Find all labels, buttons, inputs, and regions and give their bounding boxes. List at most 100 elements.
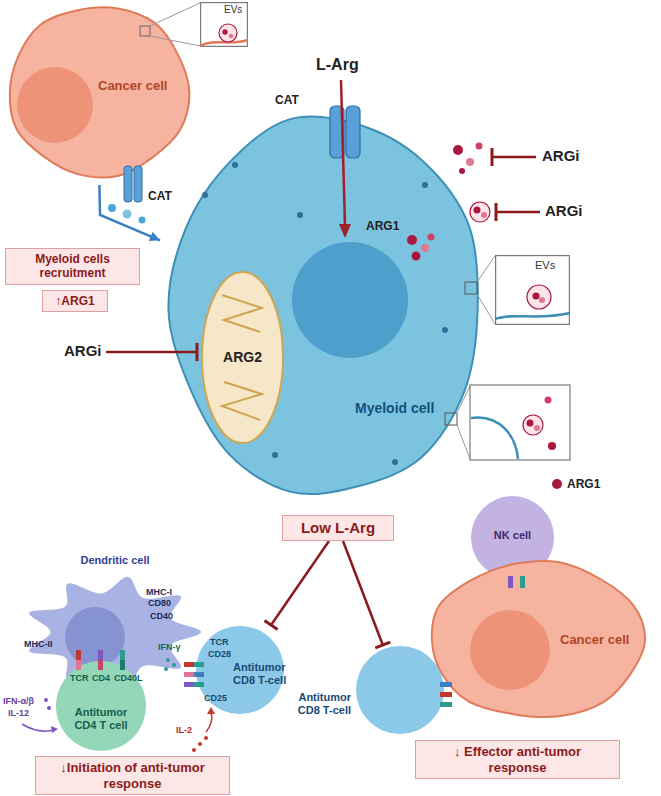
l-arg-arrow (339, 80, 351, 238)
ev-inset: EVs (495, 255, 570, 325)
label: MHC-I (146, 588, 172, 598)
inhibition-line (491, 148, 494, 166)
receptor-pairs (194, 682, 204, 687)
granules (232, 162, 238, 168)
label: ARG1 (366, 220, 399, 233)
label: ARGi (64, 343, 102, 360)
chemokine-dots (123, 210, 132, 219)
connector-line (271, 541, 329, 625)
box-text: Low L-Arg (291, 519, 385, 537)
secreted-arg1 (453, 145, 463, 155)
cytokine-dots (204, 736, 208, 740)
inhibition-line (196, 343, 199, 361)
label-anchor: ARGi (542, 148, 580, 165)
nucleus (65, 607, 125, 667)
receptor-pairs (508, 576, 513, 588)
cell-label: Cancer cell (98, 78, 176, 94)
cat-channel (330, 106, 344, 158)
nucleus (470, 610, 550, 690)
cytokine-dots (164, 667, 168, 671)
cell-label: EVs (224, 4, 246, 16)
ev-inset (548, 442, 556, 450)
cytokine-dots (166, 658, 170, 662)
arg1-dots (407, 235, 417, 245)
receptor-pairs (440, 702, 452, 707)
label: CD25 (204, 694, 227, 704)
ev-inset (457, 386, 470, 413)
ev-inset (523, 415, 543, 435)
label-anchor: TCR (70, 674, 89, 684)
label: CD80 (148, 599, 171, 609)
chemokine-dots (108, 204, 116, 212)
ev-inset (534, 425, 540, 431)
cytokine-dots (22, 658, 215, 752)
process-box: Myeloid cells recruitment (5, 248, 140, 285)
cell-outline (168, 116, 477, 494)
cell-label: Dendritic cell (70, 554, 160, 567)
t-cell-shape (355, 645, 445, 735)
inset-leader (150, 36, 200, 46)
connector (265, 541, 330, 630)
arg1-dots (412, 252, 421, 261)
label-anchor: ARG1 (366, 220, 399, 233)
ev-inset (471, 418, 518, 459)
granules (272, 452, 278, 458)
label-anchor: CD80 (148, 599, 171, 609)
label-anchor: ARGi (545, 203, 583, 220)
legend-item: ARG1 (552, 474, 600, 492)
l-arg-arrow (339, 224, 351, 238)
arg1-dot (539, 297, 545, 303)
label: CD28 (208, 650, 231, 660)
inhibition-bar (375, 642, 390, 648)
label-anchor: TCR (210, 638, 229, 648)
ev-vesicle (470, 202, 490, 222)
myeloid-cell: Myeloid cellARG2 (160, 110, 490, 510)
cell-outline (10, 7, 190, 177)
receptor-pairs (76, 650, 125, 670)
box-text: ↓ Effector anti-tumor response (424, 744, 611, 775)
nucleus (292, 242, 408, 358)
ev-inset (527, 420, 534, 427)
inset-leader (465, 282, 477, 294)
inset-frame (201, 3, 248, 47)
cell-outline (432, 561, 645, 717)
cell-outline (356, 646, 444, 734)
label-anchor: IL-12 (8, 709, 29, 719)
receptor-pairs (194, 672, 204, 677)
inhibition-line (492, 148, 536, 166)
receptor-pairs (98, 660, 103, 670)
label: TCR (70, 674, 89, 684)
cytokine-dots (206, 712, 212, 732)
cytokine-dots (207, 707, 215, 714)
box-text: ↓Initiation of anti-tumor response (44, 760, 221, 791)
label-anchor: MHC-II (24, 640, 53, 650)
inhibition-line (106, 343, 197, 361)
ev-inset (545, 397, 552, 404)
cell-label: Antitumor CD4 T cell (69, 706, 133, 732)
label: CAT (275, 94, 299, 107)
cat-channel (346, 106, 360, 158)
secreted-arg1 (466, 158, 474, 166)
granules (202, 192, 208, 198)
receptor-pairs (120, 660, 125, 670)
receptor-pairs (184, 662, 204, 687)
receptor-pairs (184, 672, 194, 677)
receptor-pairs (76, 650, 81, 660)
crista (222, 382, 262, 420)
inset-leader (477, 256, 495, 282)
label: L-Arg (316, 56, 359, 74)
inset-leader (140, 26, 150, 36)
cell-outline (56, 661, 146, 751)
ev-vesicle (474, 207, 481, 214)
inhibition-line (496, 211, 540, 214)
cell-label: EVs (535, 259, 567, 272)
cytokine-dots (172, 663, 176, 667)
inhibition-line (495, 203, 498, 221)
arg1-dots (428, 234, 435, 241)
receptor-pairs (440, 576, 525, 707)
receptor-pairs (520, 576, 525, 588)
vesicle (219, 24, 237, 42)
mitochondrion: ARG2 (200, 270, 285, 445)
label-anchor: CD4 (92, 674, 110, 684)
cell-label: Antitumor CD8 T-cell (233, 661, 293, 687)
